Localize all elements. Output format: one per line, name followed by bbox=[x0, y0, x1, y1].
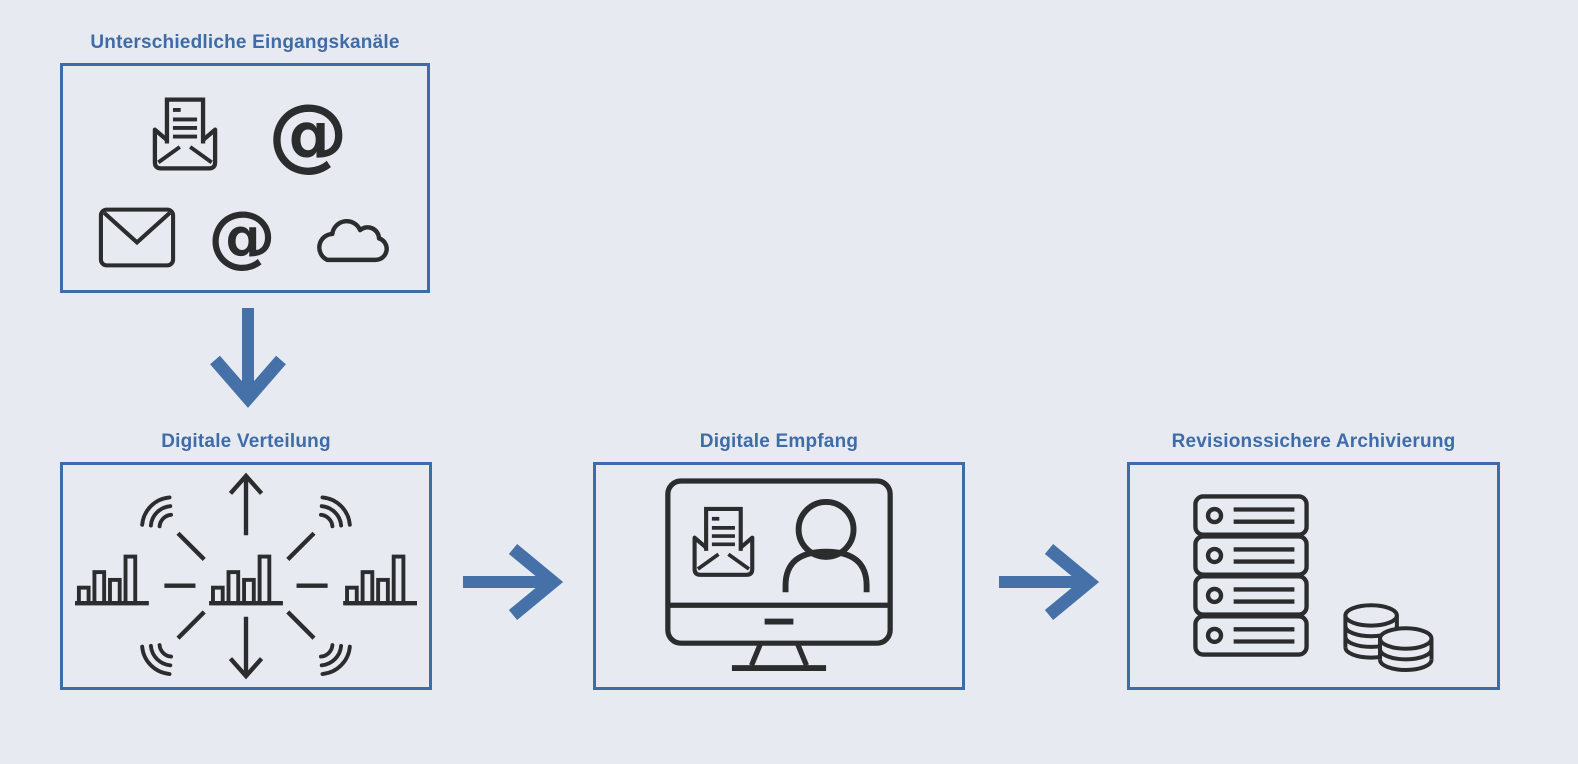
envelope-icon bbox=[98, 207, 176, 267]
bar-chart-center-icon bbox=[209, 557, 283, 604]
cloud-icon bbox=[317, 219, 389, 263]
signal-arcs-top-left-icon bbox=[140, 495, 174, 529]
mail-open-icon bbox=[142, 91, 228, 177]
node-title-audit-proof-archiving: Revisionssichere Archivierung bbox=[1171, 431, 1456, 452]
server-stack-icon bbox=[1192, 494, 1309, 657]
input-channels-box: @ @ bbox=[60, 63, 430, 293]
node-title-digital-distribution: Digitale Verteilung bbox=[161, 431, 331, 452]
signal-arcs-bottom-right-icon bbox=[318, 643, 352, 676]
flow-arrow-right-icon bbox=[999, 543, 1099, 621]
distribution-network-icon bbox=[75, 472, 417, 680]
node-input-channels: Unterschiedliche Eingangskanäle @ @ bbox=[60, 32, 430, 293]
monitor-frame bbox=[665, 477, 893, 646]
bar-chart-right-icon bbox=[343, 557, 417, 604]
server-unit bbox=[1192, 534, 1309, 577]
archiving-box bbox=[1127, 462, 1500, 690]
coin-stack-front bbox=[1377, 626, 1433, 673]
bar-chart-left-icon bbox=[75, 557, 149, 604]
coin-stacks-icon bbox=[1342, 603, 1433, 673]
down-arrow-icon bbox=[228, 616, 264, 680]
flow-arrow-right-icon bbox=[463, 543, 563, 621]
signal-arcs-top-right-icon bbox=[318, 495, 352, 529]
diagonal-connectors bbox=[176, 531, 316, 640]
at-sign-icon: @ bbox=[268, 86, 348, 180]
node-title-digital-reception: Digitale Empfang bbox=[699, 431, 859, 452]
server-unit bbox=[1192, 574, 1309, 617]
signal-arcs-bottom-left-icon bbox=[140, 643, 174, 676]
monitor-stand bbox=[731, 641, 827, 671]
input-icons-row-2: @ bbox=[96, 203, 394, 272]
node-digital-reception: Digitale Empfang bbox=[593, 431, 965, 690]
server-unit bbox=[1192, 614, 1309, 657]
server-unit bbox=[1192, 494, 1309, 537]
mail-open-icon bbox=[695, 508, 753, 574]
node-audit-proof-archiving: Revisionssichere Archivierung bbox=[1127, 431, 1500, 690]
at-sign-icon: @ bbox=[208, 197, 276, 277]
node-digital-distribution: Digitale Verteilung bbox=[60, 431, 432, 690]
up-arrow-icon bbox=[228, 472, 264, 536]
flow-arrow-down-icon bbox=[210, 308, 286, 408]
monitor-mail-user-icon bbox=[665, 477, 893, 671]
input-icons-row-1: @ bbox=[142, 91, 348, 177]
node-title-input-channels: Unterschiedliche Eingangskanäle bbox=[90, 32, 400, 53]
digital-reception-box bbox=[593, 462, 965, 690]
digital-distribution-box bbox=[60, 462, 432, 690]
user-icon bbox=[782, 498, 870, 592]
